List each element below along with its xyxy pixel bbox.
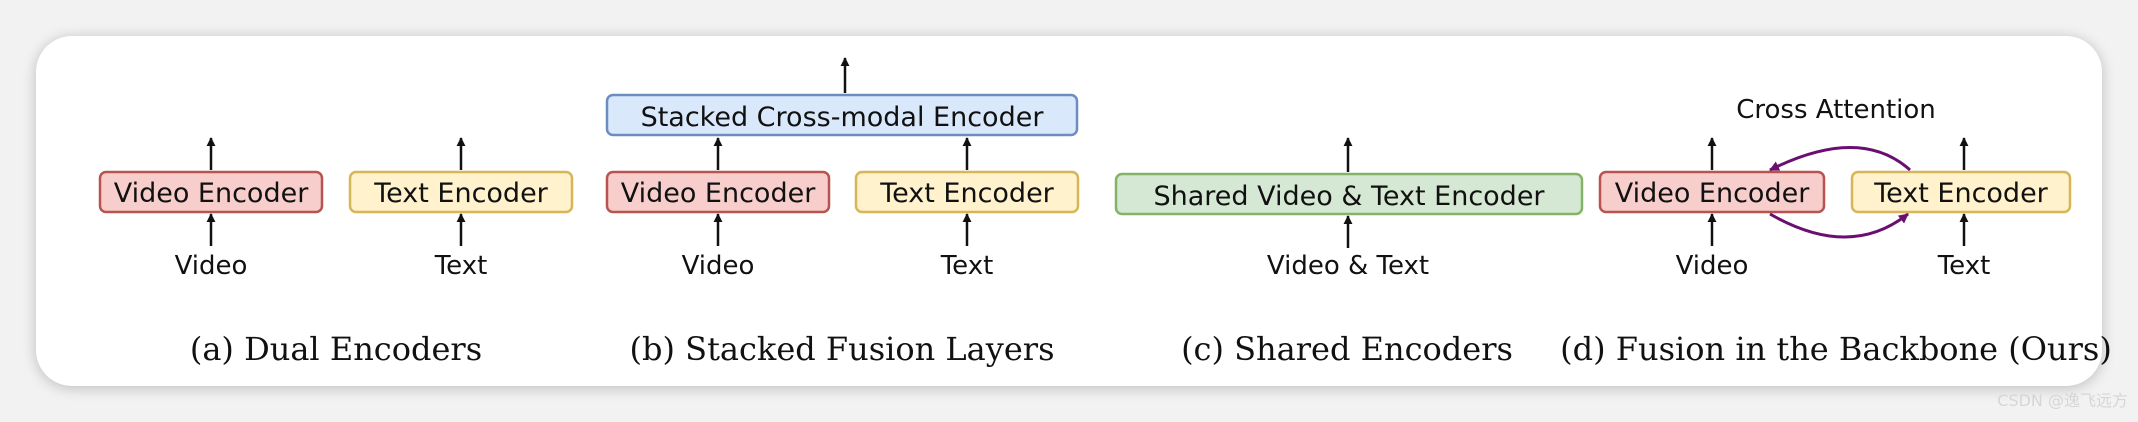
caption-stacked-fusion: (b) Stacked Fusion Layers <box>630 330 1055 368</box>
cross-modal-encoder-label: Stacked Cross-modal Encoder <box>641 102 1045 133</box>
shared-encoder-box: Shared Video & Text Encoder <box>1114 172 1584 216</box>
video-encoder-label: Video Encoder <box>114 178 310 209</box>
text-input-label: Text <box>1937 251 1991 281</box>
panel-dual-encoders: Video Encoder Text Encoder Video Text (a… <box>98 137 574 368</box>
video-to-text-attention-arrow <box>1769 212 1909 239</box>
caption-shared-encoders: (c) Shared Encoders <box>1181 330 1513 368</box>
caption-dual-encoders: (a) Dual Encoders <box>190 330 482 368</box>
video-encoder-box: Video Encoder <box>1598 170 1826 214</box>
text-to-video-attention-arrow <box>1769 146 1912 172</box>
text-input-label: Text <box>940 251 994 281</box>
video-input-label: Video <box>682 251 755 281</box>
video-input-label: Video <box>1676 251 1749 281</box>
video-encoder-label: Video Encoder <box>621 178 817 209</box>
text-encoder-box: Text Encoder <box>348 170 574 214</box>
shared-encoder-label: Shared Video & Text Encoder <box>1153 181 1545 212</box>
text-encoder-box: Text Encoder <box>854 170 1080 214</box>
panel-fusion-backbone: Cross Attention Video Encoder Text Encod… <box>1560 95 2112 368</box>
video-input-label: Video <box>175 251 248 281</box>
text-encoder-box: Text Encoder <box>1850 170 2072 214</box>
watermark: CSDN @逸飞远方 <box>1997 391 2128 410</box>
panel-shared-encoders: Shared Video & Text Encoder Video & Text… <box>1114 137 1584 368</box>
video-encoder-box: Video Encoder <box>98 170 324 214</box>
caption-fusion-backbone: (d) Fusion in the Backbone (Ours) <box>1560 330 2112 368</box>
cross-attention-label: Cross Attention <box>1736 95 1936 125</box>
text-encoder-label: Text Encoder <box>879 178 1054 209</box>
text-input-label: Text <box>434 251 488 281</box>
video-encoder-box: Video Encoder <box>605 170 831 214</box>
text-encoder-label: Text Encoder <box>1873 178 2048 209</box>
cross-modal-encoder-box: Stacked Cross-modal Encoder <box>605 93 1079 137</box>
video-text-input-label: Video & Text <box>1267 251 1429 281</box>
text-encoder-label: Text Encoder <box>373 178 548 209</box>
video-encoder-label: Video Encoder <box>1615 178 1811 209</box>
panel-stacked-fusion: Stacked Cross-modal Encoder Video Encode… <box>605 57 1080 368</box>
